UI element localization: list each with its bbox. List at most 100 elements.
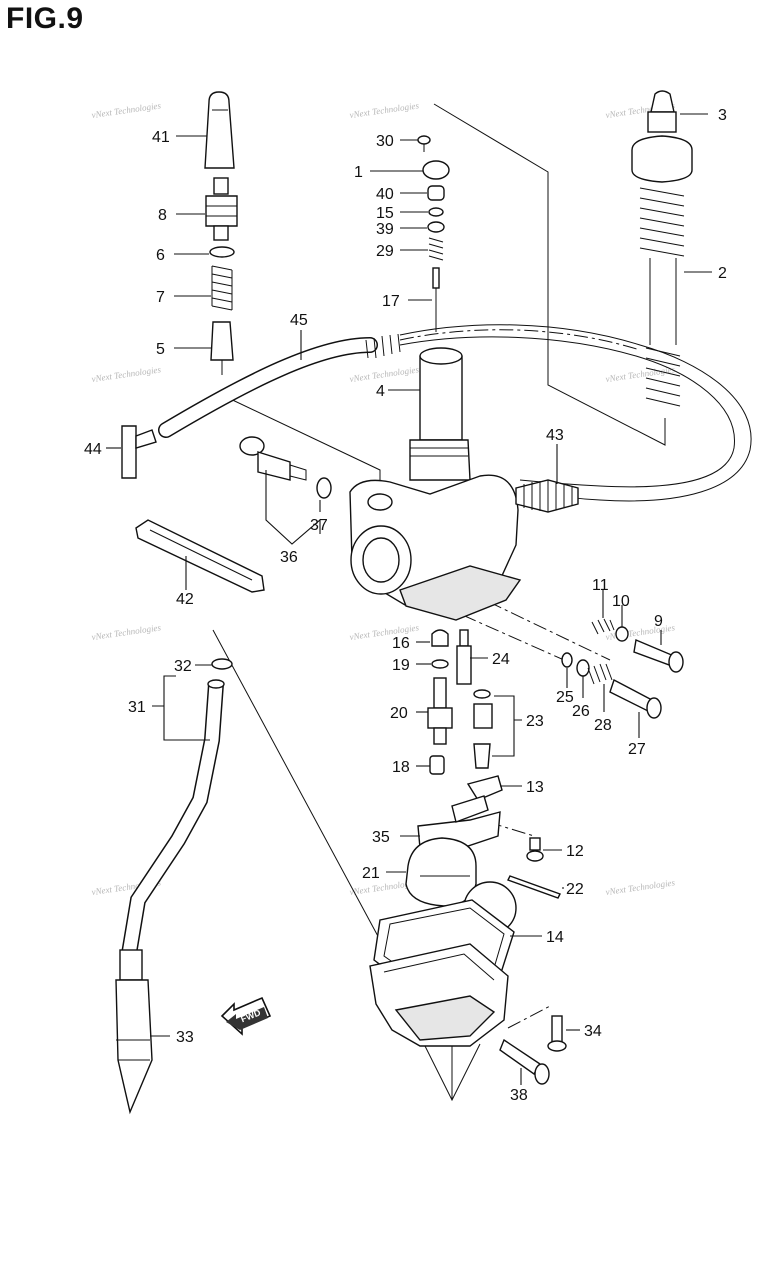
callout-labels: 41 30 3 1 8 40 15 6 39 29 2 7 17 45 5 4 … [84, 107, 727, 1104]
part-6-washer [209, 246, 235, 258]
callout-42: 42 [176, 591, 194, 608]
callout-15: 15 [376, 205, 394, 222]
callout-7: 7 [156, 289, 165, 306]
callout-12: 12 [566, 843, 584, 860]
part-31-fuel-hose [120, 679, 225, 962]
float-chamber [369, 943, 509, 1047]
part-7-spring [211, 265, 233, 311]
callout-13: 13 [526, 779, 544, 796]
part-23-needle-valve-seat [473, 689, 493, 769]
part-24-float-valve [456, 629, 472, 685]
part-41-rubber-cap [204, 91, 235, 169]
part-29-spring [428, 237, 444, 261]
part-28-spring [587, 663, 613, 685]
callout-35: 35 [372, 829, 390, 846]
callout-1: 1 [354, 164, 363, 181]
callout-26: 26 [572, 703, 590, 720]
part-42-bracket [135, 519, 265, 593]
figure-title: FIG.9 [6, 2, 84, 35]
part-26-o-ring [576, 659, 590, 677]
watermark-text: vNext Technologies [349, 100, 420, 120]
callout-30: 30 [376, 133, 394, 150]
callout-14: 14 [546, 929, 564, 946]
part-34-screw [547, 1015, 567, 1052]
watermark-text: vNext Technologies [91, 622, 162, 642]
part-9-throttle-stop-screw [633, 639, 684, 673]
callout-31: 31 [128, 699, 146, 716]
part-11-spring [591, 618, 615, 635]
callout-38: 38 [510, 1087, 528, 1104]
watermark-text: vNext Technologies [605, 877, 676, 897]
part-40-retainer [427, 185, 445, 201]
callout-3: 3 [718, 107, 727, 124]
callout-28: 28 [594, 717, 612, 734]
part-44-t-fitting [121, 425, 157, 479]
leader-lines [106, 113, 712, 1085]
part-39-washer [427, 221, 445, 233]
callout-32: 32 [174, 658, 192, 675]
callout-22: 22 [566, 881, 584, 898]
throttle-cable [158, 324, 752, 502]
callout-19: 19 [392, 657, 410, 674]
part-27-air-screw [609, 678, 662, 719]
watermark-text: vNext Technologies [91, 364, 162, 384]
part-18-main-jet [429, 755, 445, 775]
part-19-washer [431, 659, 449, 669]
part-32-clip [211, 658, 233, 670]
callout-4: 4 [376, 383, 385, 400]
part-3-cable-adjuster-top [647, 90, 677, 133]
callout-25: 25 [556, 689, 574, 706]
callout-37: 37 [310, 517, 328, 534]
callout-43: 43 [546, 427, 564, 444]
callout-6: 6 [156, 247, 165, 264]
part-38-drain-screw [499, 1038, 550, 1085]
part-20-needle-jet [427, 677, 453, 745]
part-36-starter-plunger [239, 436, 307, 481]
part-10-o-ring [615, 626, 629, 642]
watermark-text: vNext Technologies [91, 100, 162, 120]
part-12-screw [526, 837, 544, 862]
callout-5: 5 [156, 341, 165, 358]
part-25-washer [561, 652, 573, 668]
callout-40: 40 [376, 186, 394, 203]
callout-29: 29 [376, 243, 394, 260]
callout-21: 21 [362, 865, 380, 882]
callout-2: 2 [718, 265, 727, 282]
callout-39: 39 [376, 221, 394, 238]
callout-11: 11 [592, 577, 609, 594]
callout-8: 8 [158, 207, 167, 224]
part-16-pilot-jet [431, 629, 449, 647]
watermark-text: vNext Technologies [349, 364, 420, 384]
callout-33: 33 [176, 1029, 194, 1046]
carburetor-body [349, 439, 579, 621]
part-30-screw [417, 135, 431, 152]
part-5-cable-end [210, 321, 234, 375]
callout-16: 16 [392, 635, 410, 652]
part-1-plate [422, 160, 450, 180]
part-37-o-ring [316, 477, 332, 499]
part-22-float-pin [507, 875, 561, 899]
part-2-throttle-spring-cap [631, 135, 693, 407]
callout-18: 18 [392, 759, 410, 776]
callout-34: 34 [584, 1023, 602, 1040]
part-4-throttle-valve [419, 347, 463, 441]
callout-20: 20 [390, 705, 408, 722]
callout-41: 41 [152, 129, 170, 146]
part-43-cable-sleeve [365, 333, 401, 359]
part-8-cable-adjuster [205, 177, 238, 241]
callout-27: 27 [628, 741, 646, 758]
watermark-text: vNext Technologies [605, 364, 676, 384]
callout-10: 10 [612, 593, 630, 610]
part-17-jet-needle [432, 267, 440, 332]
callout-23: 23 [526, 713, 544, 730]
callout-24: 24 [492, 651, 510, 668]
part-13-float-pin-plate [466, 775, 503, 801]
callout-44: 44 [84, 441, 102, 458]
fwd-arrow-icon: FWD [220, 996, 272, 1036]
callout-45: 45 [290, 312, 308, 329]
callout-36: 36 [280, 549, 298, 566]
callout-9: 9 [654, 613, 663, 630]
callout-17: 17 [382, 293, 400, 310]
part-15-clip [428, 207, 444, 217]
